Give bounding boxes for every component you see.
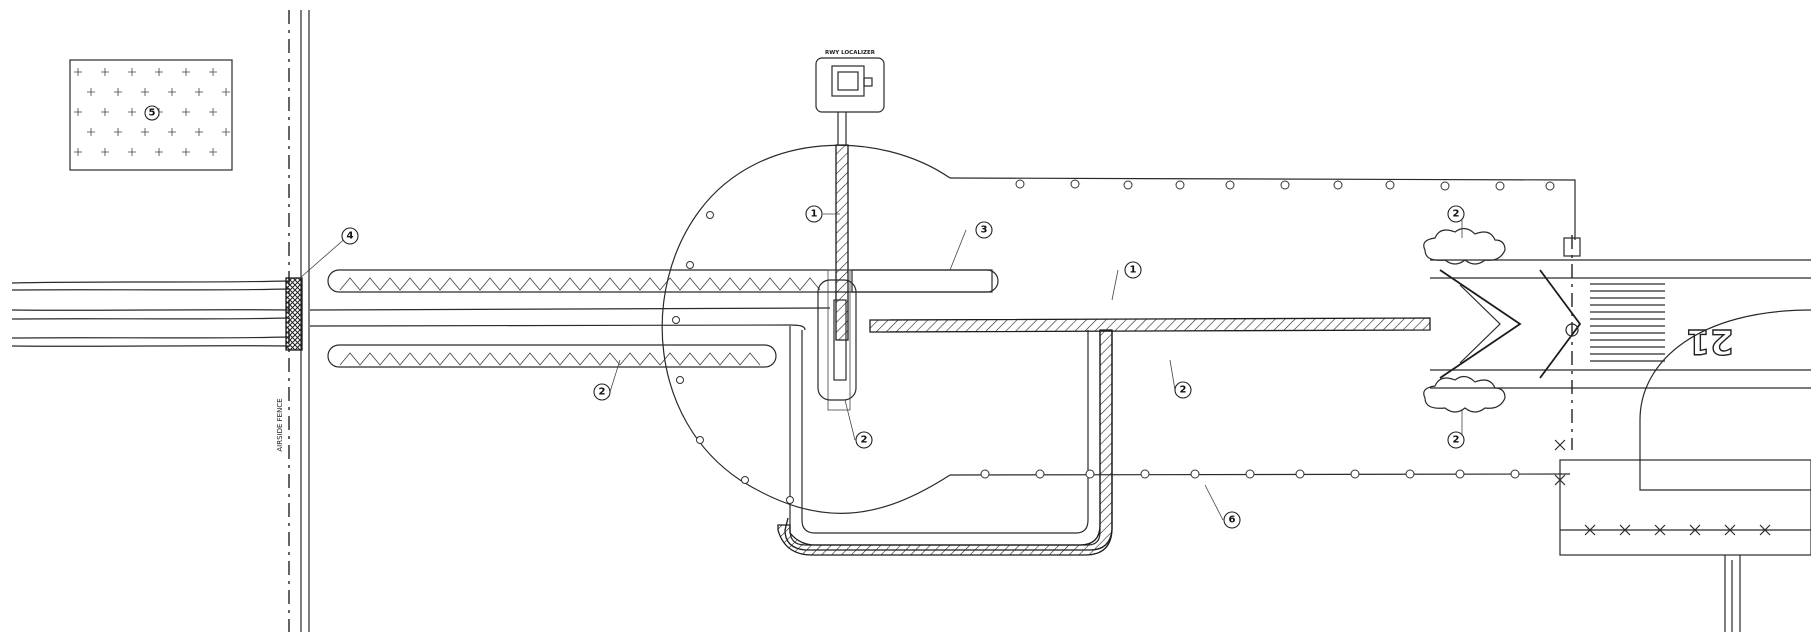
gate-4	[285, 277, 303, 351]
callout-2-threshold-bottom: 2	[1447, 431, 1465, 449]
callout-2-center: 2	[855, 431, 873, 449]
callout-2-mid: 2	[1174, 381, 1192, 399]
svg-text:2: 2	[1180, 385, 1187, 396]
callout-2-threshold-top: 2	[1447, 205, 1465, 223]
runway-end-arc	[1639, 309, 1811, 491]
callout-1-right: 1	[1124, 261, 1142, 279]
callout-4: 4	[341, 227, 359, 245]
callout-2-left: 2	[593, 383, 611, 401]
svg-text:4: 4	[347, 231, 354, 242]
svg-text:1: 1	[811, 209, 818, 220]
svg-text:2: 2	[1453, 209, 1460, 220]
svg-text:3: 3	[981, 225, 988, 236]
runway-edge-lights	[1554, 439, 1771, 536]
runway-number: 21	[1686, 321, 1733, 361]
localizer-critical-area	[661, 144, 951, 514]
runway-threshold	[1430, 235, 1811, 450]
fence-lights	[672, 179, 1555, 504]
access-road	[11, 280, 291, 347]
localizer-label: RWY LOCALIZER	[825, 50, 876, 56]
callout-1-top: 1	[805, 205, 823, 223]
cable-trench-main	[869, 317, 1431, 333]
svg-text:2: 2	[861, 435, 868, 446]
threshold-lamp-cluster-top	[1423, 227, 1506, 265]
callout-leaders	[299, 213, 1463, 521]
approach-light-bars	[327, 269, 999, 368]
localizer-array	[817, 269, 993, 411]
taxiway-connector	[1724, 555, 1741, 632]
callout-3: 3	[975, 221, 993, 239]
callout-5: 5	[144, 105, 160, 121]
threshold-lamp-cluster-bottom	[1423, 375, 1506, 413]
area-5-plot	[69, 59, 233, 171]
svg-text:2: 2	[599, 387, 606, 398]
svg-text:1: 1	[1130, 265, 1137, 276]
airside-fence-label: AIRSIDE FENCE	[276, 398, 284, 451]
localizer-building	[815, 57, 885, 145]
svg-text:6: 6	[1229, 515, 1236, 526]
service-road	[309, 307, 1113, 551]
svg-text:2: 2	[1453, 435, 1460, 446]
svg-text:5: 5	[149, 108, 156, 119]
callout-6: 6	[1223, 511, 1241, 529]
threshold-markings	[1590, 283, 1665, 362]
